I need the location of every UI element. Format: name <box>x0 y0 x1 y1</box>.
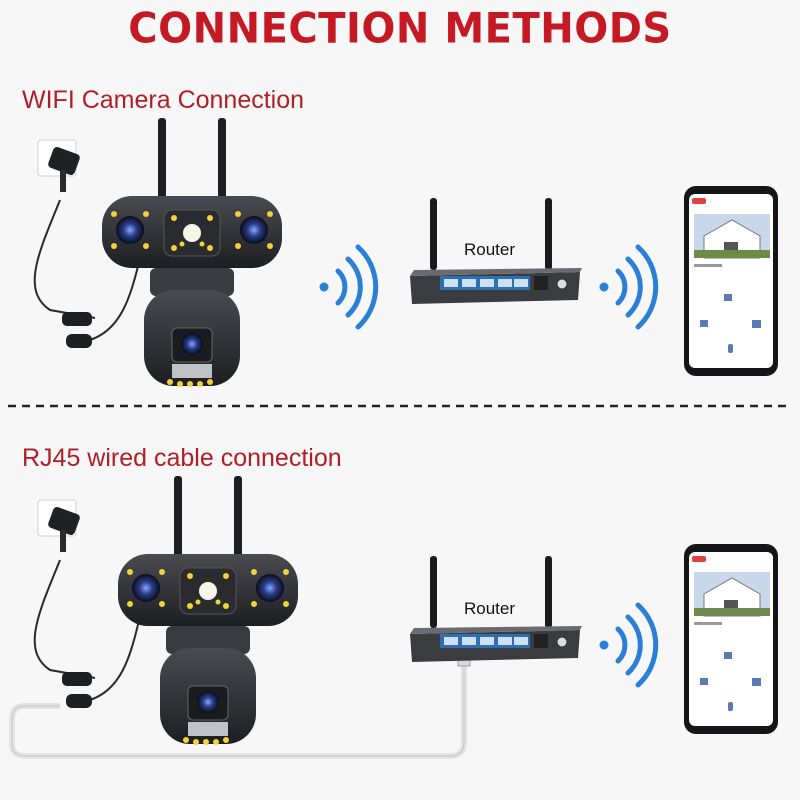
power-outlet-icon <box>37 139 82 193</box>
smartphone-icon <box>683 543 779 735</box>
wifi-section <box>33 117 779 388</box>
wifi-signal-icon <box>600 247 656 327</box>
wifi-signal-icon <box>320 247 376 327</box>
rj45-section <box>9 475 779 759</box>
power-outlet-icon <box>37 499 82 553</box>
wifi-signal-icon <box>600 605 656 685</box>
rj45-section-title: RJ45 wired cable connection <box>22 444 342 472</box>
router-icon <box>409 555 583 663</box>
power-cable <box>33 199 96 319</box>
smartphone-icon <box>683 185 779 377</box>
page-title: CONNECTION METHODS <box>128 4 672 54</box>
camera-icon <box>101 117 283 388</box>
router-label-wifi: Router <box>464 240 516 259</box>
router-icon <box>409 197 583 305</box>
router-label-rj45: Router <box>464 599 516 618</box>
camera-icon <box>117 475 299 746</box>
wifi-section-title: WIFI Camera Connection <box>22 86 305 114</box>
